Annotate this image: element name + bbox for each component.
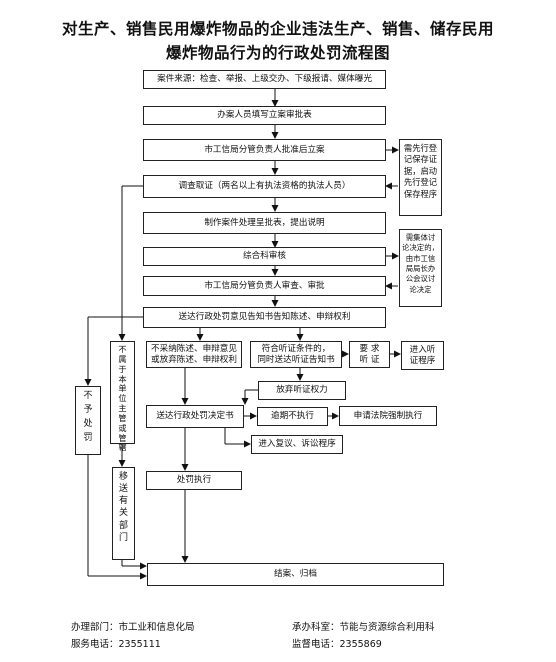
case-source-box: 案件来源：检查、举报、上级交办、下级报请、媒体曝光 (143, 70, 386, 89)
report-label: 制作案件处理呈批表，提出说明 (204, 217, 325, 228)
enter-hearing-label: 进入听 证程序 (409, 344, 436, 366)
no-punish-box: 不 予 处 罚 (75, 386, 101, 455)
footer-dept: 办理部门：市工业和信息化局 (71, 622, 195, 633)
not-in-scope-label: 不 属 于 本 单 位 主 管 或 管 辖 (118, 344, 127, 453)
request-hearing-box: 要 求 听 证 (349, 341, 390, 368)
not-adopted-box: 不采纳陈述、申辩意见 或放弃陈述、申辩权利 (146, 341, 242, 368)
no-punish-label: 不 予 处 罚 (83, 391, 93, 443)
leader-review-label: 市工信局分管负责人审查、审批 (204, 280, 325, 291)
review-litigation-box: 进入复议、诉讼程序 (251, 435, 343, 454)
overdue-box: 逾期不执行 (257, 407, 328, 426)
waive-hearing-label: 放弃听证权力 (276, 385, 328, 396)
title-line-1: 对生产、销售民用爆炸物品的企业违法生产、销售、储存民用 (61, 19, 494, 38)
footer-office: 承办科室：节能与资源综合利用科 (292, 622, 435, 633)
court-box: 申请法院强制执行 (339, 406, 437, 426)
not-in-scope-box: 不 属 于 本 单 位 主 管 或 管 辖 (110, 341, 135, 452)
section-review-label: 综合科审核 (243, 251, 286, 262)
execute-box: 处罚执行 (146, 471, 242, 490)
hearing-notice-box: 符合听证条件的， 同时送达听证告知书 (250, 341, 342, 368)
title-line-2: 爆炸物品行为的行政处罚流程图 (165, 43, 390, 62)
preserve-evidence-label: 需先行登 记保存证 据，启动 先行登记 保存程序 (403, 143, 438, 199)
notice-label: 送达行政处罚意见告知书告知陈述、申辩权利 (178, 312, 351, 323)
decision-box: 送达行政处罚决定书 (146, 405, 244, 428)
not-adopted-label: 不采纳陈述、申辩意见 或放弃陈述、申辩权利 (151, 343, 237, 365)
notice-box: 送达行政处罚意见告知书告知陈述、申辩权利 (143, 307, 386, 328)
fill-register-box: 办案人员填写立案审批表 (143, 106, 386, 125)
section-review-box: 综合科审核 (143, 247, 386, 266)
investigate-label: 调查取证（两名以上有执法资格的执法人员） (178, 181, 351, 192)
approve-register-box: 市工信局分管负责人批准后立案 (143, 139, 386, 161)
report-box: 制作案件处理呈批表，提出说明 (143, 212, 386, 234)
approve-register-label: 市工信局分管负责人批准后立案 (204, 144, 325, 155)
leader-review-box: 市工信局分管负责人审查、审批 (143, 276, 386, 296)
case-source-label: 案件来源：检查、举报、上级交办、下级报请、媒体曝光 (157, 74, 372, 85)
investigate-box: 调查取证（两名以上有执法资格的执法人员） (143, 175, 386, 198)
close-label: 结案、归档 (274, 569, 317, 580)
execute-label: 处罚执行 (176, 475, 212, 486)
court-label: 申请法院强制执行 (353, 410, 423, 421)
footer-service-phone: 服务电话：2355111 (71, 639, 161, 650)
transfer-label: 移 送 有 关 部 门 (118, 472, 128, 543)
overdue-label: 逾期不执行 (271, 411, 314, 422)
waive-hearing-box: 放弃听证权力 (258, 381, 346, 400)
hearing-notice-label: 符合听证条件的， 同时送达听证告知书 (257, 343, 335, 365)
transfer-box: 移 送 有 关 部 门 (112, 467, 135, 560)
close-box: 结案、归档 (147, 563, 444, 586)
review-litigation-label: 进入复议、诉讼程序 (258, 439, 336, 450)
collective-decision-label: 需集体讨 论决定的， 由市工信 局局长办 公会议讨 论决定 (402, 233, 439, 294)
enter-hearing-box: 进入听 证程序 (401, 341, 444, 370)
preserve-evidence-box: 需先行登 记保存证 据，启动 先行登记 保存程序 (399, 139, 442, 216)
collective-decision-box: 需集体讨 论决定的， 由市工信 局局长办 公会议讨 论决定 (399, 229, 442, 307)
fill-register-label: 办案人员填写立案审批表 (217, 110, 312, 121)
request-hearing-label: 要 求 听 证 (359, 343, 380, 365)
footer-supervise-phone: 监督电话：2355869 (292, 639, 382, 650)
decision-label: 送达行政处罚决定书 (156, 411, 234, 422)
